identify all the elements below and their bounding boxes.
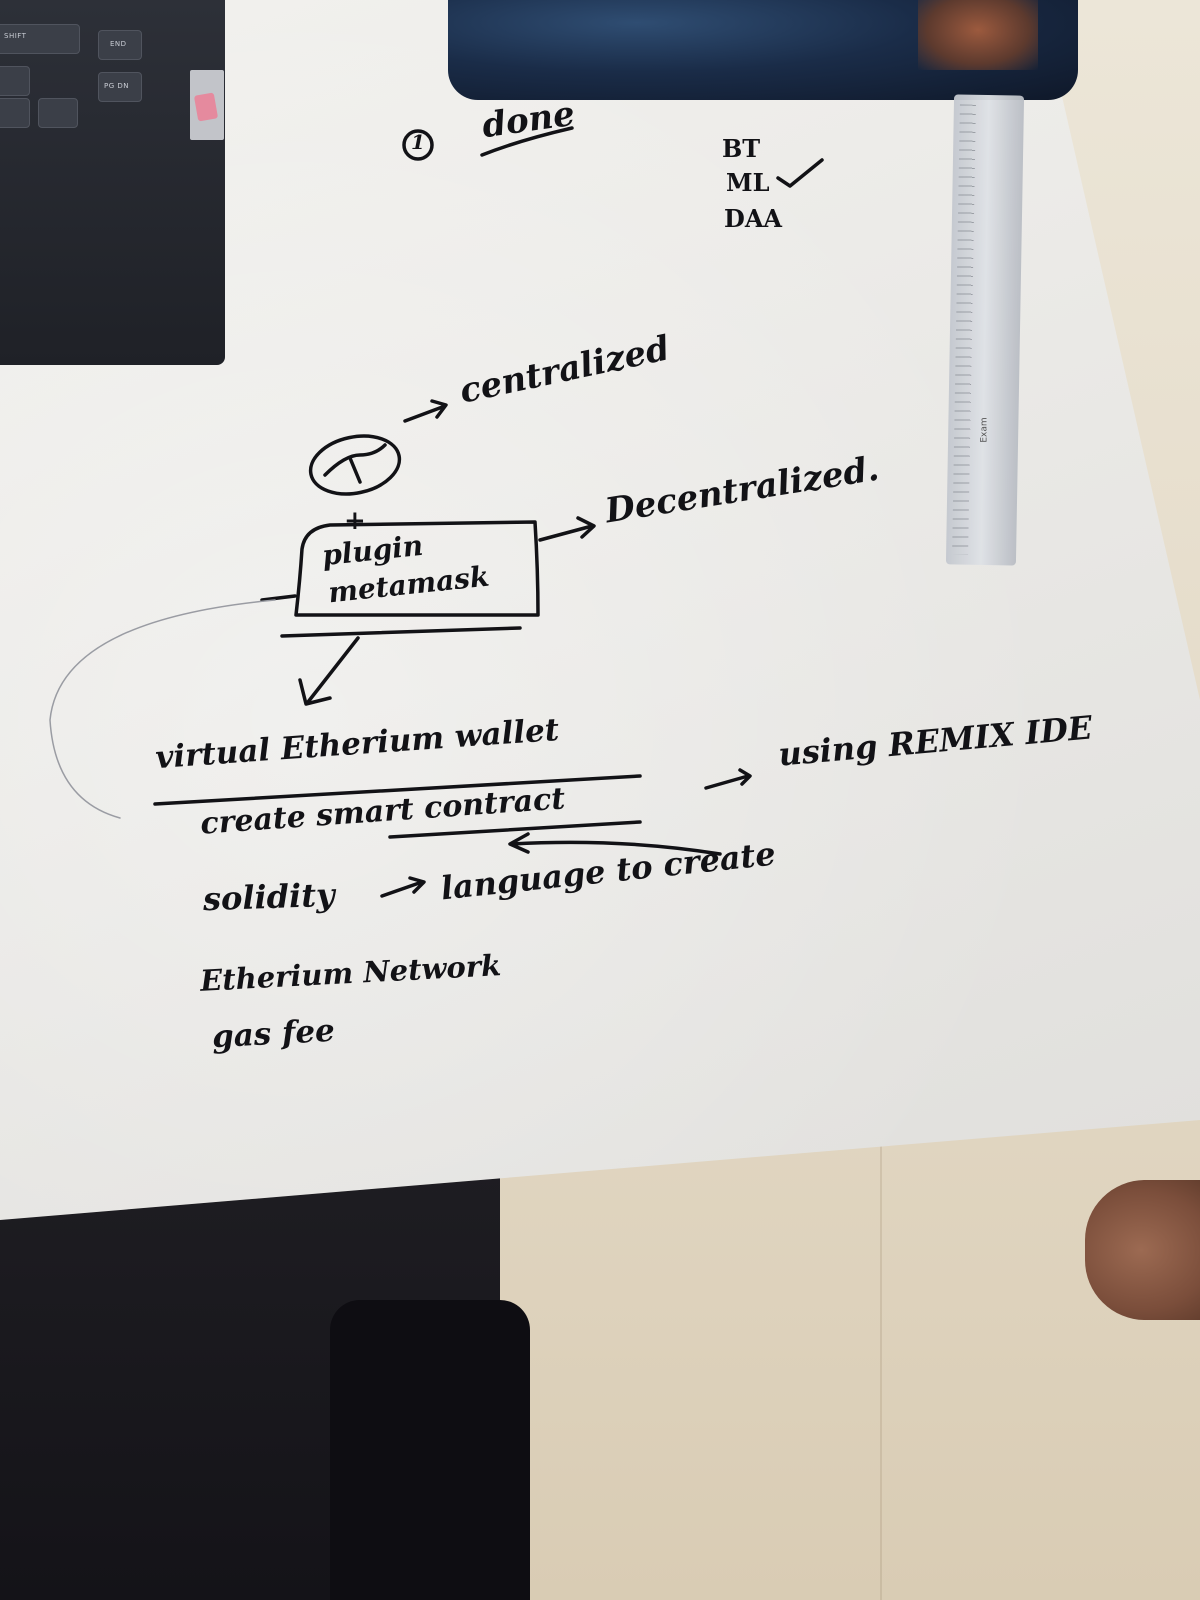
underline-wallet [153, 774, 642, 806]
faint-loop [49, 599, 276, 819]
underline-contract [388, 820, 642, 839]
arrow-down-wallet [298, 636, 360, 706]
wheel-spokes [323, 443, 387, 484]
note-plus: + [344, 506, 366, 536]
bare-foot [1085, 1180, 1200, 1320]
underline-done [480, 126, 574, 157]
laptop-key [0, 66, 30, 96]
mouse-pad-art [918, 0, 1038, 70]
arrow-decentralized [538, 516, 596, 542]
chair-backrest [330, 1300, 530, 1600]
key-label-shift: SHIFT [4, 32, 27, 40]
box-underline [280, 626, 522, 638]
key-label-pgdn: PG DN [104, 82, 129, 90]
laptop-logo-plate [190, 70, 224, 140]
arrow-remix [704, 768, 752, 790]
tile-seam [880, 1120, 882, 1600]
laptop: SHIFT END PG DN [0, 0, 225, 365]
circle-around-number [402, 129, 434, 161]
checkmark-ml [776, 158, 824, 188]
subject-bt: BT [722, 134, 761, 163]
back-arrow-create [508, 832, 722, 856]
subject-daa: DAA [724, 204, 783, 233]
wheel-icon [308, 434, 402, 496]
note-solidity: solidity [202, 875, 336, 919]
left-tick [260, 594, 297, 602]
arrow-centralized [403, 399, 448, 423]
note-gas-fee: gas fee [211, 1012, 336, 1056]
laptop-key [0, 24, 80, 54]
laptop-key [98, 30, 142, 60]
mouse-pad [448, 0, 1078, 100]
laptop-key [38, 98, 78, 128]
plugin-box [294, 520, 540, 617]
key-label-end: END [110, 40, 127, 48]
circled-number: 1 [411, 130, 425, 154]
subject-ml: ML [726, 168, 770, 197]
arrow-solidity [380, 876, 426, 898]
laptop-key [98, 72, 142, 102]
laptop-key [0, 98, 30, 128]
